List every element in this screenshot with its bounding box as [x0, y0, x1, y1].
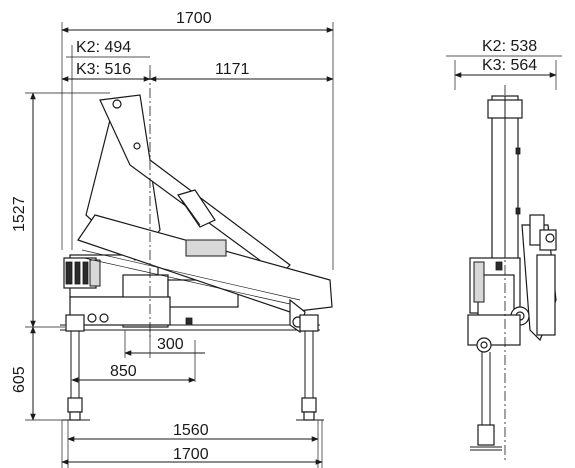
dim-k2-side: K2: 494: [76, 39, 131, 56]
dim-overall-width-top: 1700: [176, 10, 212, 27]
dim-overall-width-bottom: 1700: [173, 446, 209, 463]
control-valve-icon: [63, 257, 101, 289]
crane-side-view: [60, 70, 333, 421]
dim-k3-side: K3: 516: [76, 61, 131, 78]
dim-k3-front: K3: 564: [482, 57, 537, 74]
right-stabilizer-leg: [296, 314, 324, 421]
left-stabilizer-leg: [62, 314, 90, 421]
dim-support-span: 1560: [173, 422, 209, 439]
dim-offset-small: 300: [157, 336, 184, 353]
dim-foot-depth: 605: [11, 366, 28, 393]
front-dimensions: K2: 538 K3: 564: [446, 38, 562, 90]
side-dimensions: 1700 K2: 494 K3: 516 1171 1527 605 300 8…: [11, 10, 334, 468]
crane-front-view: [467, 85, 557, 460]
dim-offset-large: 850: [110, 363, 137, 380]
dim-reach-right: 1171: [215, 61, 250, 78]
dim-k2-front: K2: 538: [482, 38, 537, 55]
dim-height: 1527: [11, 196, 28, 232]
